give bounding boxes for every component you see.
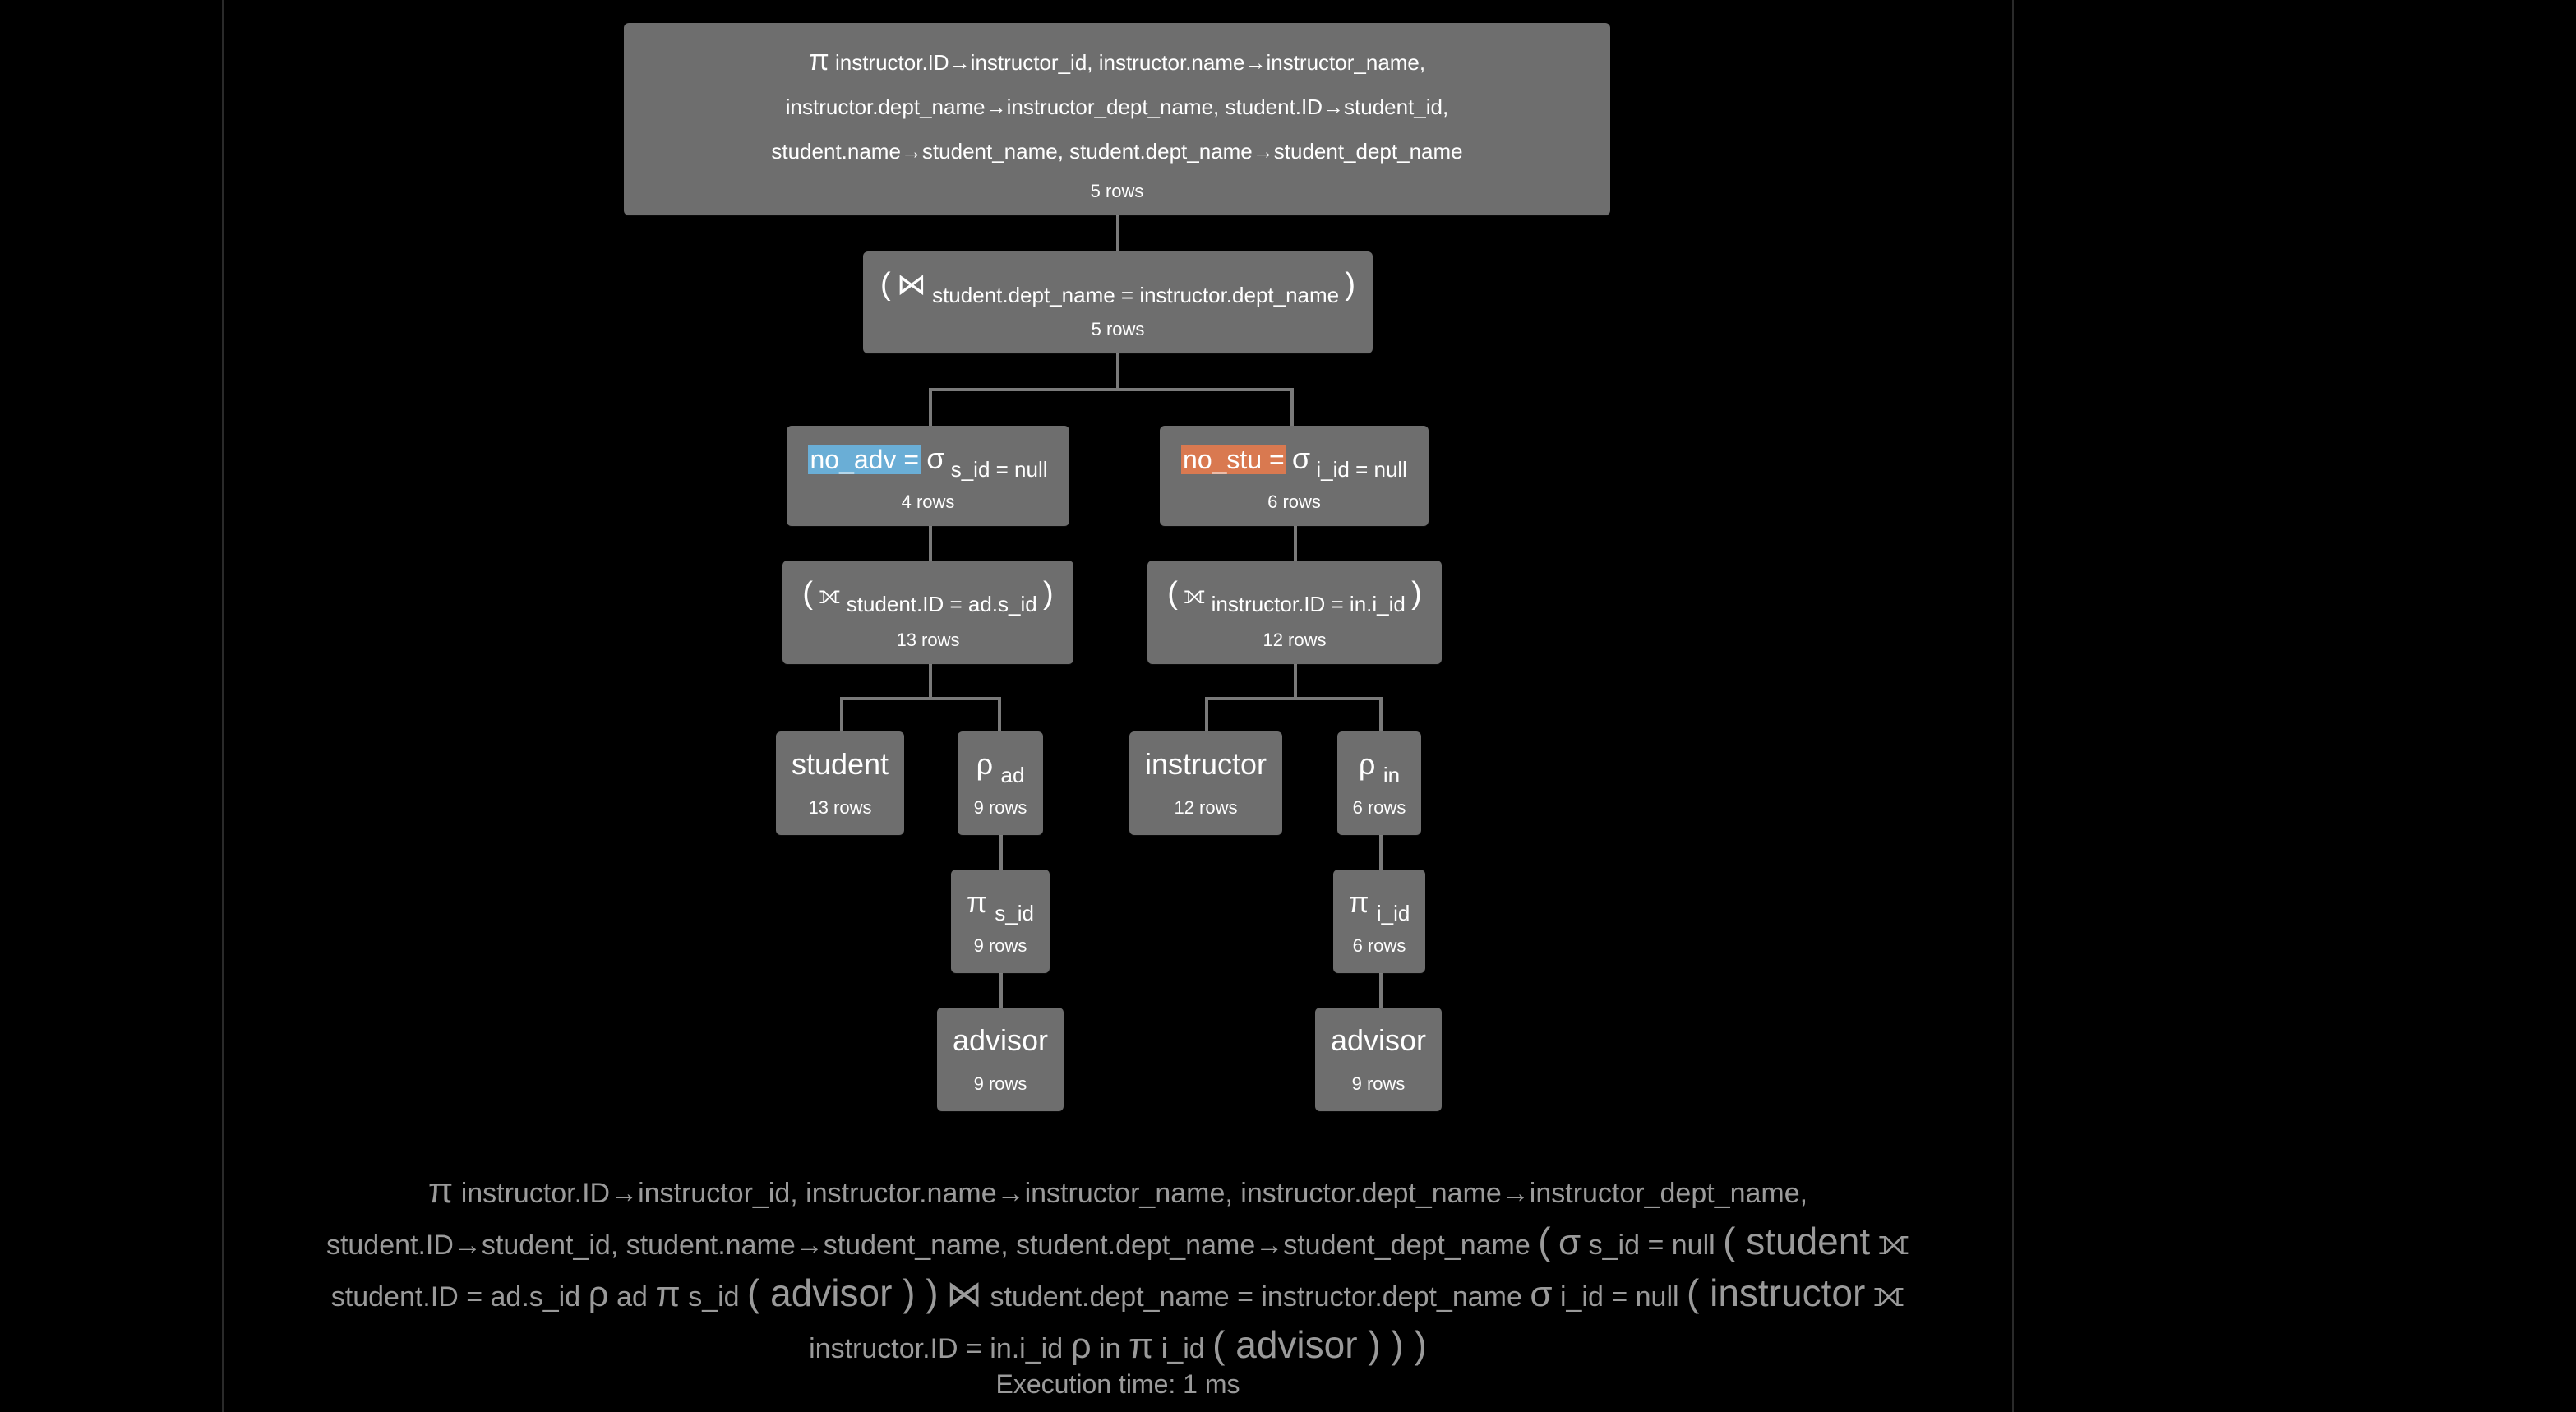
projection-iid-node[interactable]: π i_id 6 rows [1333, 870, 1425, 973]
join-operator: ⋈ [896, 267, 926, 301]
row-count: 5 rows [1091, 319, 1145, 339]
row-count: 6 rows [1267, 491, 1321, 512]
row-count: 12 rows [1263, 630, 1327, 650]
expression-line-2: student.ID→student_id, student.name→stud… [247, 1217, 1989, 1269]
rename-in-node[interactable]: ρ in 6 rows [1337, 731, 1421, 835]
outer-join-instructor-node[interactable]: ( ⟗ instructor.ID = in.i_id ) 12 rows [1147, 561, 1442, 664]
join-condition: student.ID = ad.s_id [846, 592, 1037, 616]
pi-operator: π [967, 885, 987, 919]
row-count: 9 rows [973, 797, 1027, 818]
outer-join-student-node[interactable]: ( ⟗ student.ID = ad.s_id ) 13 rows [782, 561, 1073, 664]
sigma-operator: σ [1291, 441, 1311, 475]
edge-join-left-children [840, 664, 1001, 731]
sigma-symbol: σ [1558, 1222, 1581, 1262]
row-count: 9 rows [1351, 1073, 1406, 1094]
open-paren: ( [879, 267, 891, 302]
pi-symbol: π [1128, 1326, 1154, 1366]
close-paren: ) [1345, 267, 1356, 302]
sigma-operator: σ [926, 441, 945, 475]
projection-list: student.ID→student_id, student.name→stud… [325, 1230, 1530, 1261]
rho-operator: ρ [976, 747, 994, 781]
alias-no-adv: no_adv = [808, 445, 921, 474]
row-count: 4 rows [901, 491, 955, 512]
relation-student-node[interactable]: student 13 rows [776, 731, 904, 835]
selection-condition: s_id = null [1588, 1230, 1715, 1261]
join-dept-node[interactable]: ( ⋈ student.dept_name = instructor.dept_… [863, 251, 1373, 353]
pi-operator: π [808, 43, 829, 76]
expression-line-1: π instructor.ID→instructor_id, instructo… [247, 1167, 1989, 1217]
outer-join-symbol: ⟗ [1872, 1274, 1905, 1314]
advisor-relation: ( advisor ) ) ) [1212, 1323, 1427, 1366]
relation-name: advisor [952, 1023, 1049, 1057]
projection-sid-node[interactable]: π s_id 9 rows [951, 870, 1050, 973]
rename-alias: ad [1000, 763, 1025, 787]
rho-operator: ρ [1358, 747, 1376, 781]
student-relation: ( student [1723, 1220, 1871, 1262]
edge-join-right-children [1205, 664, 1383, 731]
outer-join-symbol: ⟗ [1877, 1222, 1910, 1262]
join-condition: instructor.ID = in.i_id [1211, 592, 1406, 616]
projection-attr: s_id [995, 901, 1034, 925]
selection-condition: i_id = null [1559, 1281, 1679, 1313]
selection-condition: s_id = null [950, 457, 1048, 482]
join-symbol: ⋈ [946, 1274, 983, 1314]
edge-join-selects [929, 353, 1294, 426]
relation-instructor-node[interactable]: instructor 12 rows [1129, 731, 1282, 835]
expression-line-4: instructor.ID = in.i_id ρ in π i_id ( ad… [247, 1321, 1989, 1373]
join-condition: student.ID = ad.s_id [330, 1281, 581, 1313]
rename-alias: ad [616, 1281, 648, 1313]
close-paren: ) [1411, 576, 1422, 611]
result-panel [222, 0, 2014, 1412]
relation-name: instructor [1144, 747, 1267, 781]
row-count: 9 rows [973, 1073, 1027, 1094]
expression-line-3: student.ID = ad.s_id ρ ad π s_id ( advis… [247, 1269, 1989, 1321]
row-count: 5 rows [1090, 181, 1144, 201]
projection-line-3: student.name→student_name, student.dept_… [771, 139, 1463, 164]
outer-join-operator: ⟗ [1184, 582, 1206, 609]
projection-line-2: instructor.dept_name→instructor_dept_nam… [785, 95, 1449, 119]
open-paren: ( [802, 576, 814, 611]
open-paren: ( [1538, 1220, 1551, 1262]
join-condition: student.dept_name = instructor.dept_name [990, 1281, 1522, 1313]
row-count: 9 rows [973, 935, 1027, 956]
projection-root-node[interactable]: π instructor.ID→instructor_id, instructo… [624, 23, 1610, 215]
rho-symbol: ρ [1070, 1326, 1092, 1366]
sigma-symbol: σ [1530, 1274, 1553, 1314]
relation-advisor-right-node[interactable]: advisor 9 rows [1315, 1008, 1442, 1111]
selection-condition: i_id = null [1316, 457, 1407, 482]
pi-operator: π [1348, 885, 1369, 919]
row-count: 6 rows [1352, 935, 1406, 956]
projection-attr: i_id [1376, 901, 1410, 925]
alias-no-stu: no_stu = [1181, 445, 1286, 474]
row-count: 13 rows [896, 630, 960, 650]
select-no-stu-node[interactable]: no_stu = σ i_id = null 6 rows [1160, 426, 1429, 526]
relational-algebra-expression: π instructor.ID→instructor_id, instructo… [247, 1167, 1989, 1373]
projection-line-1: instructor.ID→instructor_id, instructor.… [834, 50, 1426, 75]
instructor-relation: ( instructor [1687, 1271, 1866, 1314]
projection-list: instructor.ID→instructor_id, instructor.… [460, 1178, 1808, 1209]
projection-attr: s_id [688, 1281, 740, 1313]
rename-alias: in [1099, 1333, 1121, 1364]
rename-alias: in [1383, 763, 1401, 787]
rho-symbol: ρ [588, 1274, 609, 1314]
select-no-adv-node[interactable]: no_adv = σ s_id = null 4 rows [787, 426, 1069, 526]
projection-attr: i_id [1161, 1333, 1205, 1364]
rename-ad-node[interactable]: ρ ad 9 rows [958, 731, 1043, 835]
pi-symbol: π [427, 1170, 454, 1211]
close-paren: ) [1042, 576, 1054, 611]
row-count: 13 rows [808, 797, 872, 818]
join-condition: instructor.ID = in.i_id [809, 1333, 1064, 1364]
relation-advisor-left-node[interactable]: advisor 9 rows [937, 1008, 1064, 1111]
outer-join-operator: ⟗ [819, 582, 841, 609]
row-count: 12 rows [1174, 797, 1238, 818]
execution-time: Execution time: 1 ms [995, 1369, 1240, 1399]
relation-name: student [791, 747, 889, 781]
relation-name: advisor [1330, 1023, 1427, 1057]
open-paren: ( [1167, 576, 1178, 611]
pi-symbol: π [655, 1274, 681, 1314]
advisor-relation: ( advisor ) ) [747, 1271, 939, 1314]
join-condition: student.dept_name = instructor.dept_name [932, 283, 1340, 307]
row-count: 6 rows [1352, 797, 1406, 818]
